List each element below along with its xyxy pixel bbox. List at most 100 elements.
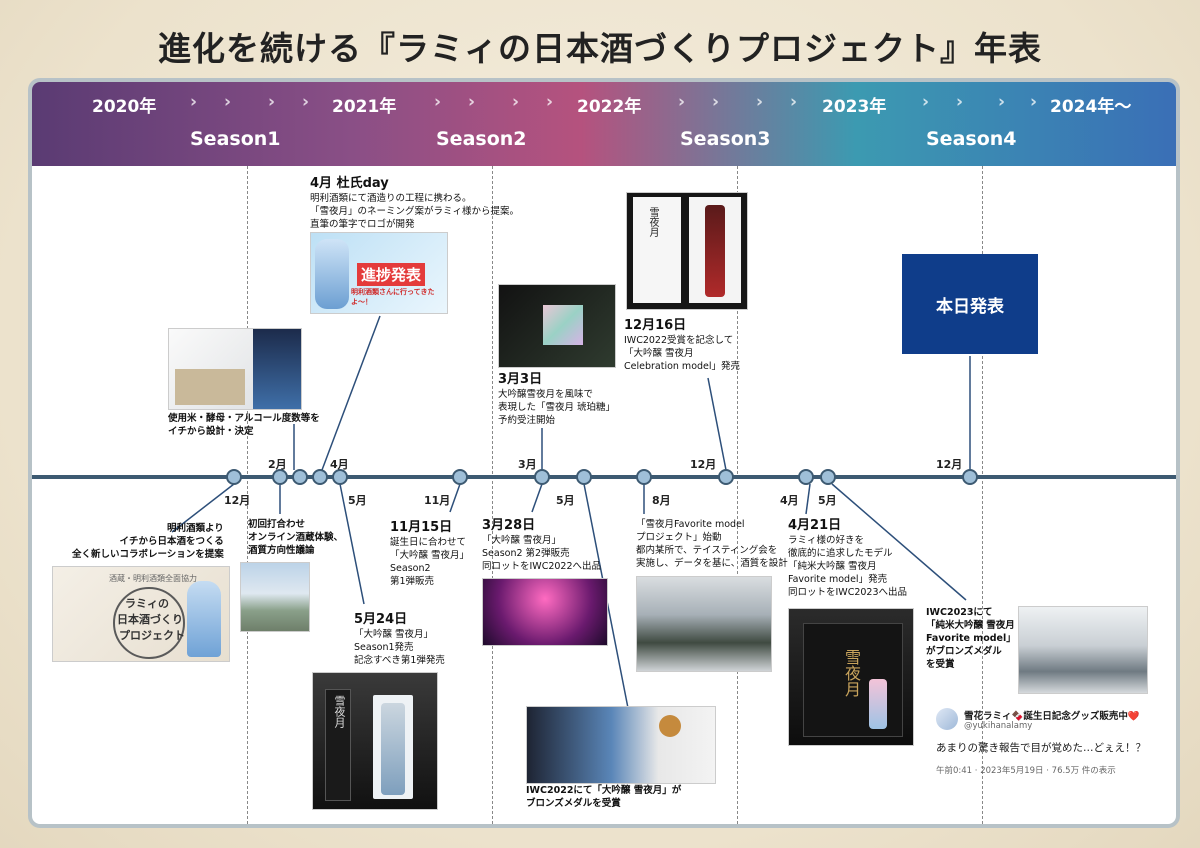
text-line: 「大吟醸 雪夜月」 <box>390 550 470 561</box>
timeline-node[interactable] <box>332 469 348 485</box>
timeline-node[interactable] <box>636 469 652 485</box>
timeline-node[interactable] <box>534 469 550 485</box>
month-label: 11月 <box>424 494 451 507</box>
text-line: イチから日本酒をつくる <box>119 536 224 547</box>
event-brewing-day-text: 4月 杜氏day 明利酒類にて酒造りの工程に携わる。 「雪夜月」のネーミング案が… <box>310 176 519 231</box>
year-2023: 2023年 <box>822 97 887 117</box>
event-date: 4月21日 <box>788 518 842 533</box>
tweet-author: 雪花ラミィ🍫誕生日記念グッズ販売中❤️ <box>964 711 1140 722</box>
text-line: 「雪夜月Favorite model <box>636 519 745 530</box>
text-line: 「大吟醸 雪夜月」 <box>354 629 434 640</box>
season1-bottle-photo: 雪夜月 <box>312 672 438 810</box>
month-label: 4月 <box>780 494 799 507</box>
chevron-right-icon: › <box>512 92 520 112</box>
event-meeting-text: 初回打合わせ オンライン酒蔵体験、 酒質方向性議論 <box>248 518 343 557</box>
event-date: 5月24日 <box>354 612 408 627</box>
event-date: 3月3日 <box>498 372 543 387</box>
chevron-right-icon: › <box>546 92 554 112</box>
year-2022: 2022年 <box>577 97 642 117</box>
chevron-right-icon: › <box>712 92 720 112</box>
event-celebration-text: 12月16日 IWC2022受賞を記念して 「大吟醸 雪夜月 Celebrati… <box>624 318 740 373</box>
text-line: IWC2022受賞を記念して <box>624 335 734 346</box>
event-iwc2023-text: IWC2023にて 「純米大吟醸 雪夜月 Favorite model」 がブロ… <box>926 606 1016 671</box>
timeline-node[interactable] <box>718 469 734 485</box>
bottle-label: 雪夜月 <box>842 649 861 697</box>
timeline-node[interactable] <box>292 469 308 485</box>
tweet-text: あまりの驚き報告で目が覚めた…どぇえ！？ <box>936 742 1146 754</box>
month-label: 12月 <box>936 458 963 471</box>
timeline-node[interactable] <box>226 469 242 485</box>
text-line: Celebration model」発売 <box>624 361 741 372</box>
chevron-right-icon: › <box>922 92 930 112</box>
season-divider <box>492 166 493 824</box>
text-line: IWC2022にて「大吟醸 雪夜月」が <box>526 785 682 796</box>
season-divider <box>982 166 983 824</box>
chevron-right-icon: › <box>302 92 310 112</box>
logo-text: プロジェクト <box>119 629 185 642</box>
text-line: 酒質方向性議論 <box>248 545 315 556</box>
text-line: 初回打合わせ <box>248 519 306 530</box>
chevron-right-icon: › <box>756 92 764 112</box>
year-2021: 2021年 <box>332 97 397 117</box>
chevron-right-icon: › <box>268 92 276 112</box>
tweet-card[interactable]: 雪花ラミィ🍫誕生日記念グッズ販売中❤️ @yukihanalamy あまりの驚き… <box>936 706 1156 786</box>
logo-text: ラミィの <box>125 597 169 610</box>
text-line: がブロンズメダル <box>926 646 1002 657</box>
chevron-right-icon: › <box>998 92 1006 112</box>
text-line: Season2 第2弾販売 <box>482 548 570 559</box>
month-label: 8月 <box>652 494 671 507</box>
text-line: 使用米・酵母・アルコール度数等を <box>168 413 320 424</box>
bottle-label: 雪夜月 <box>647 207 658 237</box>
chevron-right-icon: › <box>224 92 232 112</box>
text-line: を受賞 <box>926 659 955 670</box>
timeline-node[interactable] <box>962 469 978 485</box>
event-favorite-project-text: 「雪夜月Favorite model プロジェクト」始動 都内某所で、テイスティ… <box>636 518 788 570</box>
text-line: 同ロットをIWC2022へ出品 <box>482 561 602 572</box>
event-season2-first-text: 11月15日 誕生日に合わせて 「大吟醸 雪夜月」 Season2 第1弾販売 <box>390 520 469 588</box>
text-line: IWC2023にて <box>926 607 993 618</box>
timeline-panel: 2020年 2021年 2022年 2023年 2024年〜 › › › › ›… <box>28 78 1180 828</box>
favorite-model-photo: 雪夜月 <box>788 608 914 746</box>
season-divider <box>247 166 248 824</box>
chevron-right-icon: › <box>1030 92 1038 112</box>
text-line: Season1発売 <box>354 642 414 653</box>
month-label: 3月 <box>518 458 537 471</box>
tasting-event-photo <box>636 576 772 672</box>
text-line: ラミィ様の好きを <box>788 535 865 546</box>
text-line: 都内某所で、テイスティング会を <box>636 545 778 556</box>
month-label: 2月 <box>268 458 287 471</box>
text-line: 「大吟醸 雪夜月 <box>624 348 694 359</box>
iwc-event-photo <box>482 578 608 646</box>
chevron-right-icon: › <box>190 92 198 112</box>
text-line: 記念すべき第1弾発売 <box>354 655 445 666</box>
timeline-node[interactable] <box>576 469 592 485</box>
timeline-node[interactable] <box>312 469 328 485</box>
amber-candy-photo <box>498 284 616 368</box>
text-line: 徹底的に追求したモデル <box>788 548 893 559</box>
celebration-model-photo: 雪夜月 <box>626 192 748 310</box>
tweet-handle: @yukihanalamy <box>964 721 1033 731</box>
season-divider <box>737 166 738 824</box>
text-line: 予約受注開始 <box>498 415 556 426</box>
poster-title: 進捗発表 <box>357 263 426 286</box>
timeline-node[interactable] <box>272 469 288 485</box>
text-line: 「雪夜月」のネーミング案がラミィ様から提案。 <box>310 206 520 217</box>
event-design-text: 使用米・酵母・アルコール度数等を イチから設計・決定 <box>168 412 320 438</box>
text-line: 同ロットをIWC2023へ出品 <box>788 587 908 598</box>
timeline-node[interactable] <box>452 469 468 485</box>
text-line: イチから設計・決定 <box>168 426 254 437</box>
timeline-node[interactable] <box>820 469 836 485</box>
month-label: 5月 <box>818 494 837 507</box>
month-label: 5月 <box>556 494 575 507</box>
logo-text: 日本酒づくり <box>117 613 183 626</box>
text-line: 「純米大吟醸 雪夜月 <box>926 620 1015 631</box>
text-line: オンライン酒蔵体験、 <box>248 532 344 543</box>
poster-subtitle: 明利酒類さんに行ってきたよ〜！ <box>351 288 435 306</box>
timeline-node[interactable] <box>798 469 814 485</box>
month-label: 12月 <box>690 458 717 471</box>
text-line: Season2 <box>390 563 431 574</box>
text-line: プロジェクト」始動 <box>636 532 722 543</box>
tweet-meta: 午前0:41 · 2023年5月19日 · 76.5万 件の表示 <box>936 766 1116 776</box>
text-line: 大吟醸雪夜月を風味で <box>498 389 594 400</box>
event-date: 12月16日 <box>624 318 687 333</box>
